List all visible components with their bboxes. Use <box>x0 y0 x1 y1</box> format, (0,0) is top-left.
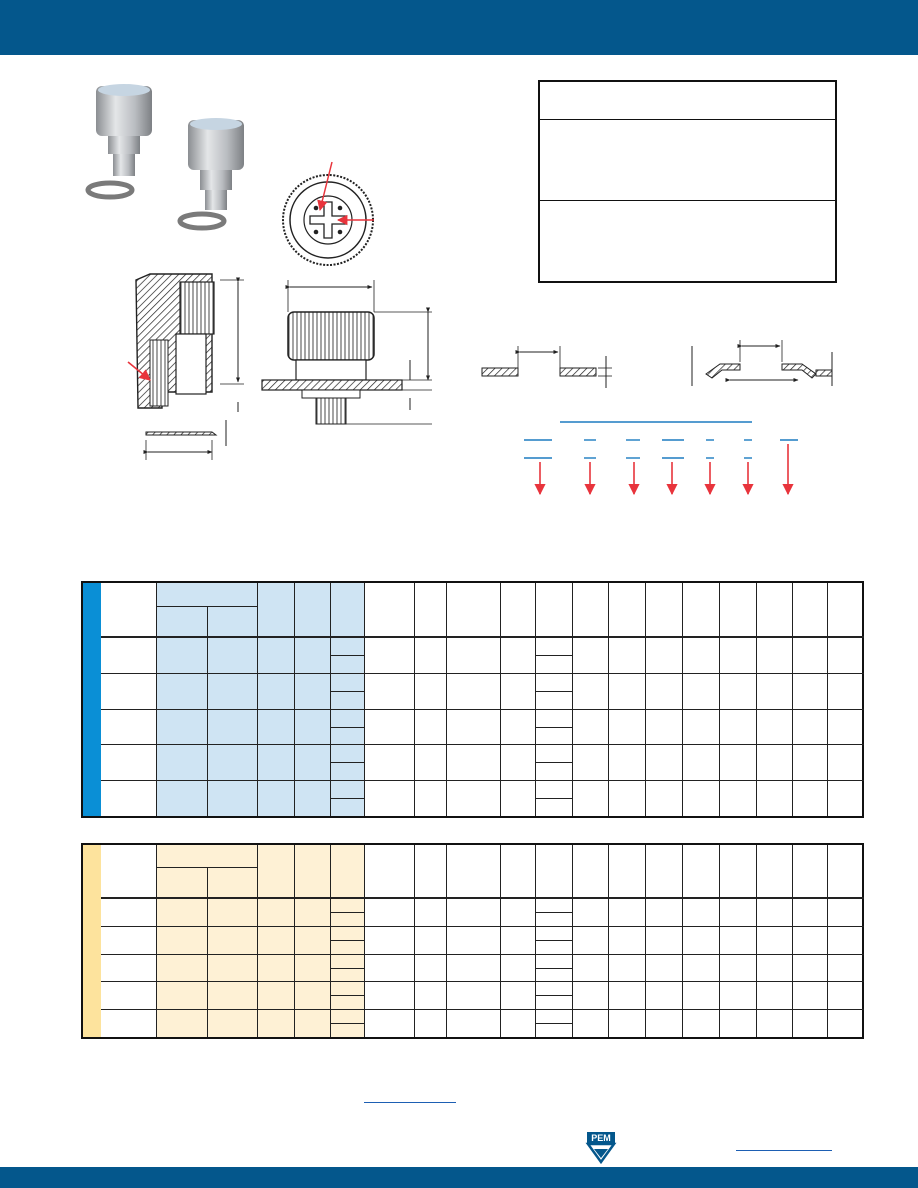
table-column-rule <box>294 845 295 1037</box>
table-subrow-rule <box>535 968 572 969</box>
unified-table-tint <box>156 843 364 1039</box>
table-column-rule <box>446 845 447 1037</box>
table-subrow-rule <box>330 940 364 941</box>
table-subrow-rule <box>330 1023 364 1024</box>
formed-washer-section <box>691 340 833 386</box>
knurled-head-top-view <box>282 161 374 266</box>
table-column-rule <box>500 845 501 1037</box>
table-subheader-rule <box>156 606 257 607</box>
table-subrow-rule <box>535 940 572 941</box>
table-subheader-divider <box>207 867 208 898</box>
table-row-rule <box>101 673 864 674</box>
table-column-rule <box>535 845 536 1037</box>
installed-section-view <box>261 280 432 425</box>
svg-text:PEM: PEM <box>591 1133 611 1143</box>
table-column-rule <box>294 583 295 816</box>
metric-table-accent <box>81 581 101 818</box>
table-row-rule <box>101 926 864 927</box>
table-column-rule <box>608 583 609 816</box>
table-column-rule <box>330 845 331 1037</box>
table-column-rule <box>207 898 208 1037</box>
table-subrow-rule <box>535 727 572 728</box>
table-column-rule <box>446 583 447 816</box>
table-row-rule <box>101 780 864 781</box>
table-column-rule <box>792 583 793 816</box>
part-number-breakdown <box>524 421 798 496</box>
table-subrow-rule <box>330 968 364 969</box>
table-subrow-rule <box>535 655 572 656</box>
table-row-rule <box>101 709 864 710</box>
table-column-rule <box>827 583 828 816</box>
table-subrow-rule <box>330 727 364 728</box>
table-row-rule <box>101 744 864 745</box>
table-column-rule <box>682 845 683 1037</box>
table-column-rule <box>572 583 573 816</box>
table-column-rule <box>756 845 757 1037</box>
fastener-cross-section <box>127 273 244 460</box>
table-subrow-rule <box>330 762 364 763</box>
table-column-rule <box>364 845 365 1037</box>
table-column-rule <box>257 845 258 1037</box>
table-row-rule <box>101 954 864 955</box>
footer-link[interactable] <box>736 1150 832 1151</box>
fastener-photo <box>85 84 244 231</box>
table-column-rule <box>414 583 415 816</box>
table-column-rule <box>500 583 501 816</box>
table-column-rule <box>364 583 365 816</box>
table-subrow-rule <box>535 995 572 996</box>
info-box-row <box>540 82 835 120</box>
footer-band <box>0 1167 918 1188</box>
table-column-rule <box>756 583 757 816</box>
table-column-rule <box>414 845 415 1037</box>
table-column-rule <box>719 845 720 1037</box>
info-box-row <box>540 120 835 201</box>
unified-table-accent <box>81 843 101 1039</box>
table-column-rule <box>645 583 646 816</box>
table-subrow-rule <box>535 762 572 763</box>
metric-table-tint <box>156 581 364 818</box>
table-subrow-rule <box>535 798 572 799</box>
table-subrow-rule <box>330 798 364 799</box>
table-column-rule <box>682 583 683 816</box>
header-band <box>0 0 918 55</box>
table-row-rule <box>101 1009 864 1010</box>
table-column-rule <box>792 845 793 1037</box>
info-box <box>538 80 837 283</box>
table-subheader-divider <box>207 606 208 637</box>
table-column-rule <box>572 845 573 1037</box>
table-column-rule <box>257 583 258 816</box>
metric-table-frame <box>81 581 864 818</box>
pem-logo: PEM <box>585 1132 617 1164</box>
unified-table-frame <box>81 843 864 1039</box>
table-subrow-rule <box>535 691 572 692</box>
table-column-rule <box>535 583 536 816</box>
table-column-rule <box>156 583 157 816</box>
table-subrow-rule <box>330 912 364 913</box>
table-column-rule <box>827 845 828 1037</box>
footer-link[interactable] <box>364 1102 456 1103</box>
table-subrow-rule <box>330 691 364 692</box>
table-column-rule <box>156 845 157 1037</box>
table-subrow-rule <box>535 912 572 913</box>
table-column-rule <box>608 845 609 1037</box>
table-column-rule <box>645 845 646 1037</box>
table-row-rule <box>101 981 864 982</box>
table-subrow-rule <box>330 655 364 656</box>
table-subrow-rule <box>535 1023 572 1024</box>
table-header-rule <box>101 636 864 638</box>
table-subrow-rule <box>330 995 364 996</box>
table-column-rule <box>719 583 720 816</box>
table-column-rule <box>207 637 208 816</box>
table-column-rule <box>330 583 331 816</box>
illustration-area <box>85 84 833 496</box>
table-header-rule <box>101 897 864 899</box>
table-subheader-rule <box>156 867 257 868</box>
flat-washer-section <box>481 346 612 388</box>
